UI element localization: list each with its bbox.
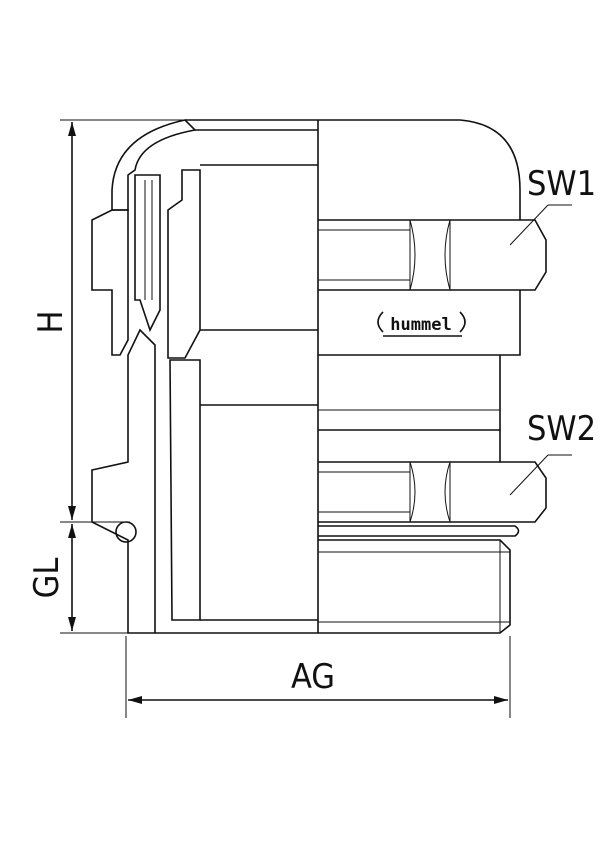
label-h: H xyxy=(31,310,71,333)
gland-section xyxy=(91,119,318,634)
logo-text: hummel xyxy=(390,315,451,335)
callout-sw1: SW1 xyxy=(509,164,596,246)
label-ag: AG xyxy=(291,657,335,697)
callout-sw2: SW2 xyxy=(509,409,596,496)
hummel-logo: hummel xyxy=(377,311,466,337)
gland-exterior: hummel xyxy=(317,119,547,634)
dimension-gl: GL xyxy=(27,524,130,634)
dimension-h: H xyxy=(31,119,190,523)
label-sw1: SW1 xyxy=(527,164,596,204)
label-gl: GL xyxy=(27,558,67,599)
dimension-ag: AG xyxy=(125,636,511,718)
label-sw2: SW2 xyxy=(527,409,596,449)
